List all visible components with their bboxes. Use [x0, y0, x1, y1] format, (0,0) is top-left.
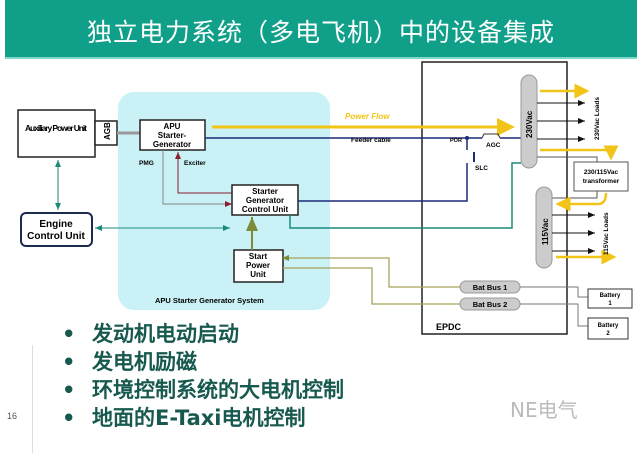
- battery-1-label: 1: [608, 301, 612, 307]
- bullet-text: 发动机电动启动: [92, 322, 239, 346]
- battery-2-box: [587, 317, 629, 340]
- battery-1-box: [587, 288, 633, 309]
- page-number: 16: [7, 411, 18, 421]
- sgcu-label: Starter: [252, 187, 278, 196]
- epdc-label: EPDC: [436, 322, 462, 332]
- pmg-label: PMG: [139, 160, 154, 167]
- battery-1-label: Battery: [600, 293, 621, 299]
- battery-2-label: 2: [606, 331, 610, 337]
- spu-label: Start: [249, 252, 268, 261]
- watermark: NE电气: [510, 398, 578, 422]
- bullet-text: 发电机励磁: [92, 350, 197, 374]
- loads-115vac-label: 115Vac Loads: [603, 212, 610, 255]
- bullet-item: •发电机励磁: [62, 350, 197, 374]
- transformer-label: 230/115Vac: [584, 169, 619, 176]
- title-banner: 独立电力系统（多电飞机）中的设备集成: [5, 0, 637, 59]
- agb-label: AGB: [103, 122, 112, 140]
- spu-label: Unit: [250, 270, 266, 279]
- transformer-box: [573, 161, 629, 192]
- starter-generator-box: [139, 119, 206, 151]
- system-label: APU Starter Generator System: [155, 296, 264, 305]
- sg-label: Starter-: [158, 131, 187, 140]
- bus-115vac: [535, 186, 553, 269]
- ecu-box: [20, 212, 93, 247]
- divider: [32, 345, 33, 453]
- sgcu-label: Control Unit: [242, 205, 289, 214]
- sg-label: APU: [164, 122, 181, 131]
- bullet-text: 环境控制系统的大电机控制: [92, 378, 344, 402]
- ecu-label: Control Unit: [27, 231, 85, 242]
- bus-115vac-label: 115Vac: [541, 218, 550, 245]
- agc-label: AGC: [486, 142, 501, 149]
- battery-2-label: Battery: [598, 323, 619, 329]
- exciter-label: Exciter: [184, 160, 206, 167]
- ecu-label: Engine: [39, 219, 73, 230]
- sgcu-label: Generator: [246, 196, 284, 205]
- slc-label: SLC: [475, 165, 488, 172]
- power-flow-label: Power Flow: [345, 112, 390, 121]
- bat-bus-2-label: Bat Bus 2: [473, 300, 508, 309]
- bat-bus-1-label: Bat Bus 1: [473, 283, 508, 292]
- bullet-item: •发动机电动启动: [62, 322, 239, 346]
- transformer-label: transformer: [583, 178, 620, 185]
- loads-230vac-label: 230Vac Loads: [594, 97, 601, 140]
- slide-title: 独立电力系统（多电飞机）中的设备集成: [86, 18, 555, 47]
- bullet-item: •环境控制系统的大电机控制: [62, 378, 344, 402]
- start-power-unit-box: [233, 249, 284, 283]
- bus-230vac-label: 230Vac: [525, 110, 534, 138]
- bullet-item: •地面的E-Taxi电机控制: [62, 406, 306, 430]
- por-label: POR: [450, 138, 462, 144]
- apu-label: Auxiliary Power Unit: [25, 123, 87, 133]
- feeder-cable-label: Feeder cable: [351, 137, 391, 144]
- spu-label: Power: [246, 261, 270, 270]
- sg-label: Generator: [153, 140, 191, 149]
- bullet-text: 地面的E-Taxi电机控制: [92, 406, 306, 430]
- apu-box: [17, 109, 96, 158]
- sgcu-box: [231, 184, 299, 216]
